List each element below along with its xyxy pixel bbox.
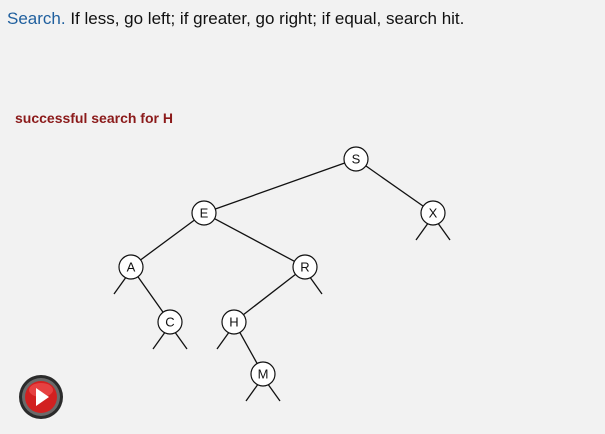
tree-edge-H-M (239, 332, 258, 364)
tree-node-X: X (420, 200, 446, 226)
header-description: If less, go left; if greater, go right; … (70, 9, 465, 28)
node-label: A (127, 260, 136, 275)
node-circle (292, 254, 318, 280)
tree-edge-E-A (140, 219, 195, 261)
null-link-M-right (267, 384, 281, 402)
node-label: R (300, 260, 309, 275)
tree-node-C: C (157, 309, 183, 335)
node-label: S (352, 152, 361, 167)
header-keyword: Search. (7, 9, 66, 28)
tree-edge-S-E (215, 162, 345, 210)
play-button[interactable] (18, 374, 66, 420)
node-circle (343, 146, 369, 172)
tree-edge-A-C (137, 276, 164, 313)
play-icon (19, 375, 63, 419)
node-circle (157, 309, 183, 335)
node-label: M (258, 367, 269, 382)
node-circle (118, 254, 144, 280)
tree-node-E: E (191, 200, 217, 226)
node-label: E (200, 206, 209, 221)
tree-node-M: M (250, 361, 276, 387)
node-circle (191, 200, 217, 226)
tree-node-A: A (118, 254, 144, 280)
null-link-X-right (437, 223, 451, 241)
null-link-H-left (216, 332, 230, 350)
header: Search. If less, go left; if greater, go… (7, 9, 464, 29)
null-link-A-left (113, 277, 127, 295)
tree-node-H: H (221, 309, 247, 335)
null-link-R-right (309, 277, 323, 295)
node-label: X (429, 206, 438, 221)
tree-node-S: S (343, 146, 369, 172)
null-link-C-right (174, 332, 188, 350)
node-circle (250, 361, 276, 387)
node-label: H (229, 315, 238, 330)
tree-node-R: R (292, 254, 318, 280)
tree-edge-E-R (214, 218, 295, 262)
null-link-M-left (245, 384, 259, 402)
tree-edge-R-H (243, 273, 296, 316)
search-status-label: successful search for H (15, 110, 173, 126)
tree-edge-S-X (365, 165, 424, 207)
node-circle (420, 200, 446, 226)
node-label: C (165, 315, 174, 330)
null-link-X-left (415, 223, 429, 241)
null-link-C-left (152, 332, 166, 350)
node-circle (221, 309, 247, 335)
